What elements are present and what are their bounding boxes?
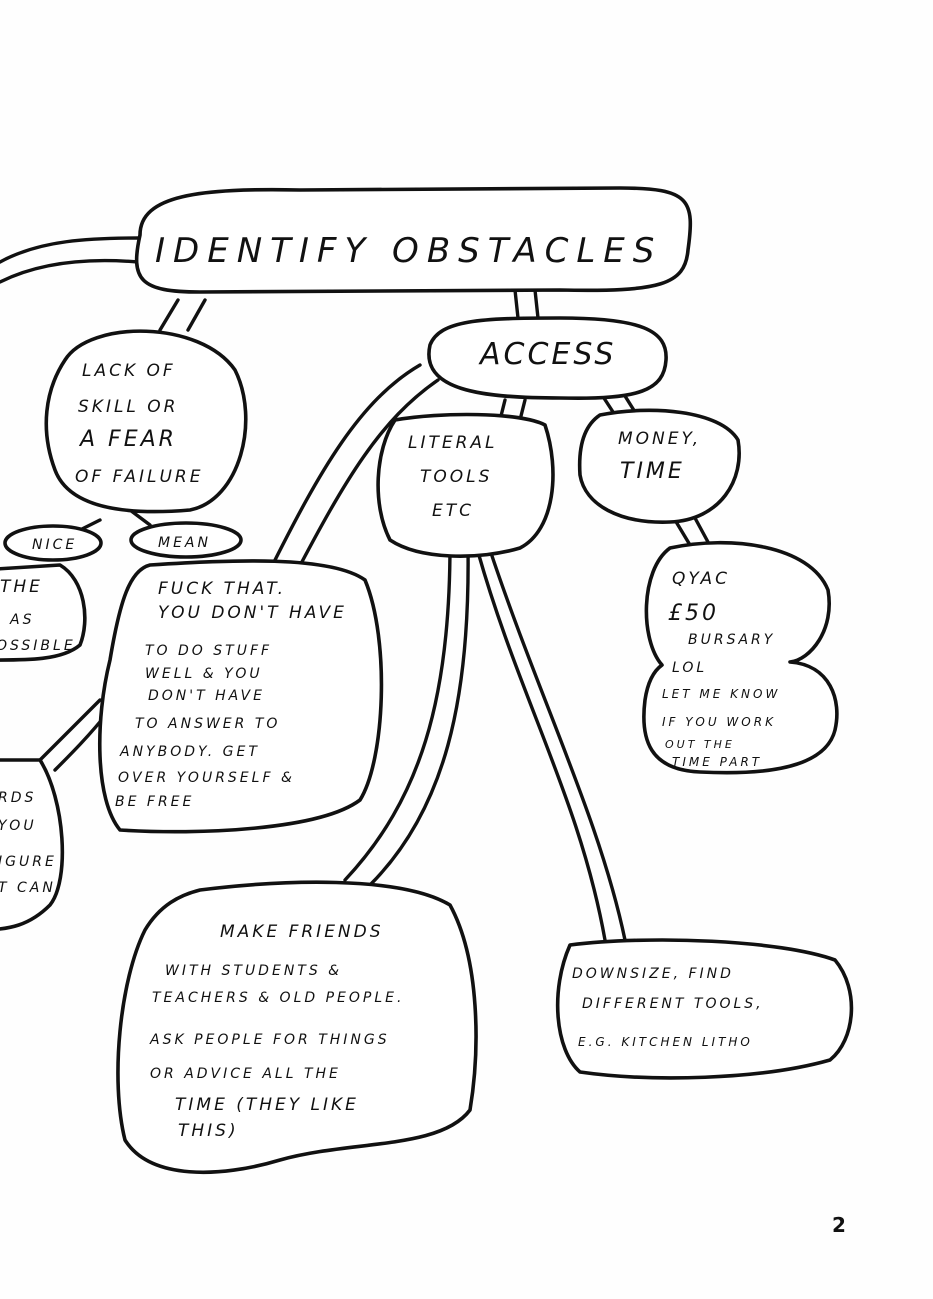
text-line: QYAC [672,569,730,589]
text-line: DIFFERENT TOOLS, [582,996,764,1012]
text-line: LOL [672,660,707,676]
friends-note-text: MAKE FRIENDS WITH STUDENTS & TEACHERS & … [149,922,404,1141]
node-money-note [642,540,839,775]
text-line: TOOLS [420,467,492,487]
text-line: ANYBODY. GET [119,744,260,760]
text-line: T CAN [0,880,56,896]
text-line: TIME [620,459,685,484]
mean-label: MEAN [158,535,211,551]
node-nice-note [0,563,87,662]
text-line: OR ADVICE ALL THE [150,1066,341,1082]
text-line: IF YOU WORK [662,715,776,729]
text-line: BURSARY [688,632,775,648]
node-nice-note-lower [0,758,65,931]
node-money-time [577,408,741,524]
text-line: LITERAL [408,433,498,453]
literal-label: LITERAL TOOLS ETC [408,433,498,521]
text-line: WELL & YOU [145,666,263,682]
text-line: BE FREE [115,794,194,810]
text-line: TO DO STUFF [145,643,272,659]
text-line: ASK PEOPLE FOR THINGS [149,1032,390,1048]
node-lack-of-skill [44,329,248,514]
access-label: ACCESS [478,337,616,372]
mean-note-text: FUCK THAT. YOU DON'T HAVE TO DO STUFF WE… [115,579,347,810]
text-line: A FEAR [78,427,177,452]
node-downsize-note [555,938,854,1080]
text-line: MAKE FRIENDS [220,922,384,942]
text-line: DON'T HAVE [148,688,265,704]
text-line: LET ME KNOW [662,687,780,701]
text-line: IGURE [0,854,57,870]
text-line: LACK OF [82,361,176,381]
text-line: DOWNSIZE, FIND [572,966,734,982]
node-access [427,316,668,401]
text-line: SKILL OR [78,397,179,417]
page-number: 2 [832,1213,846,1237]
text-line: OSSIBLE [0,638,76,654]
text-line: OUT THE [665,738,735,751]
money-note-text: QYAC £50 BURSARY LOL LET ME KNOW IF YOU … [662,569,780,769]
nice-label: NICE [32,537,77,553]
lack-label: LACK OF SKILL OR A FEAR OF FAILURE [75,361,203,487]
money-label: MONEY, TIME [618,429,701,484]
node-friends-note [116,880,478,1175]
node-nice [3,524,103,562]
text-line: TIME PART [672,755,762,769]
text-line: TIME (THEY LIKE [175,1095,359,1115]
text-line: ETC [432,501,474,521]
text-line: £50 [668,601,719,626]
text-line: YOU DON'T HAVE [158,603,347,623]
text-line: WITH STUDENTS & [165,963,342,979]
downsize-note-text: DOWNSIZE, FIND DIFFERENT TOOLS, E.G. KIT… [572,966,764,1049]
text-line: FUCK THAT. [158,579,286,599]
node-literal-tools [376,412,555,558]
text-line: TEACHERS & OLD PEOPLE. [152,990,404,1006]
text-line: THE [0,577,43,597]
text-line: YOU [0,818,37,834]
nice-note-text: THE AS OSSIBLE [0,577,76,654]
node-identify-obstacles [134,186,693,294]
text-line: THIS) [178,1121,239,1141]
text-line: AS [9,612,34,628]
nice-note-lower-text: RDS YOU IGURE T CAN [0,790,57,896]
text-line: OVER YOURSELF & [118,770,295,786]
node-mean-note [97,559,384,834]
text-line: MONEY, [618,429,701,449]
text-line: OF FAILURE [75,467,203,487]
text-line: TO ANSWER TO [135,716,280,732]
text-line: E.G. KITCHEN LITHO [578,1035,753,1049]
root-label: IDENTIFY OBSTACLES [155,231,662,271]
node-mean [129,521,243,559]
text-line: RDS [0,790,36,806]
